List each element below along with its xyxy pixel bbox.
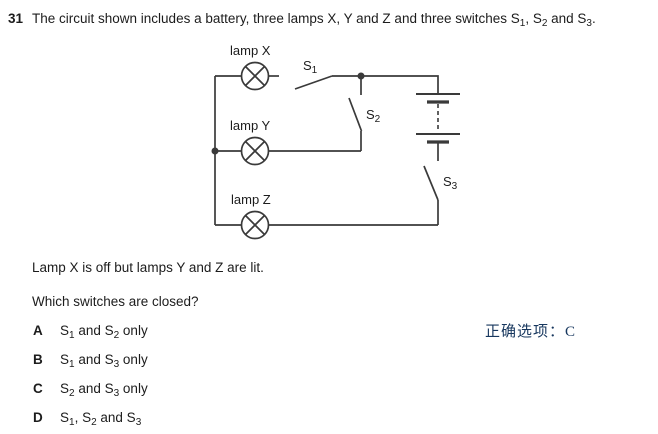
lamp-z-label: lamp Z (231, 192, 271, 207)
subscript: 2 (541, 18, 548, 29)
subscript: 3 (135, 417, 142, 428)
question-text-segment: The circuit shown includes a battery, th… (32, 11, 520, 26)
subscript: 1 (69, 359, 75, 370)
switch-s3-label: S3 (443, 174, 458, 192)
stem-condition: Lamp X is off but lamps Y and Z are lit. (32, 260, 264, 275)
subscript: 3 (113, 359, 120, 370)
junction-dot-left (211, 147, 219, 155)
question-text: The circuit shown includes a battery, th… (32, 10, 596, 29)
option-c: C S2 and S3 only (33, 380, 148, 399)
question-line: 31 The circuit shown includes a battery,… (8, 10, 653, 29)
correct-answer-note: 正确选项：C (485, 324, 577, 340)
option-text-segment: only (119, 352, 148, 367)
option-text-segment: S (60, 381, 70, 396)
option-d-letter: D (33, 410, 43, 425)
lamp-z-symbol (240, 210, 270, 240)
subscript: 1 (519, 18, 526, 29)
option-text-segment: only (119, 381, 148, 396)
subscript: 3 (113, 388, 120, 399)
question-number: 31 (8, 11, 24, 26)
circuit-diagram: lamp X lamp Y lamp Z S1 S2 S3 (211, 43, 460, 240)
question-text-segment: , S (525, 11, 542, 26)
option-c-letter: C (33, 381, 43, 396)
subscript: 2 (91, 417, 97, 428)
subscript: 2 (69, 388, 75, 399)
question-text-segment: . (591, 11, 596, 26)
switch-s2-blade (348, 97, 363, 132)
subscript: 2 (113, 330, 120, 341)
option-text-segment: and S (74, 381, 114, 396)
option-b-letter: B (33, 352, 43, 367)
lamp-y-symbol (240, 136, 270, 166)
switch-s2-label: S2 (366, 107, 381, 125)
option-text-segment: and S (74, 352, 114, 367)
stem-prompt: Which switches are closed? (32, 294, 199, 309)
option-text-segment: , S (74, 410, 92, 425)
subscript: 1 (69, 417, 75, 428)
lamp-x-symbol (240, 61, 270, 91)
question-text-segment: and S (547, 11, 587, 26)
lamp-y-label: lamp Y (230, 118, 271, 133)
option-text-segment: only (119, 323, 148, 338)
option-b: B S1 and S3 only (33, 351, 148, 370)
option-d: D S1, S2 and S3 (33, 409, 142, 428)
lamp-x-label: lamp X (230, 43, 271, 58)
option-text-segment: and S (96, 410, 136, 425)
option-a-letter: A (33, 323, 43, 338)
option-a: A S1 and S2 only (33, 322, 148, 341)
option-text-segment: S (60, 352, 70, 367)
switch-s1-blade (294, 75, 333, 90)
option-b-text: S1 and S3 only (60, 351, 148, 370)
option-text-segment: S (60, 323, 70, 338)
switch-s3-blade (423, 165, 439, 201)
option-c-text: S2 and S3 only (60, 380, 148, 399)
wire-top-right (332, 75, 439, 94)
option-a-text: S1 and S2 only (60, 322, 148, 341)
battery-symbol (416, 93, 460, 161)
subscript: 1 (69, 330, 75, 341)
option-d-text: S1, S2 and S3 (60, 409, 142, 428)
option-text-segment: S (60, 410, 70, 425)
option-text-segment: and S (74, 323, 114, 338)
switch-s1-label: S1 (303, 58, 318, 76)
subscript: 3 (586, 18, 592, 29)
